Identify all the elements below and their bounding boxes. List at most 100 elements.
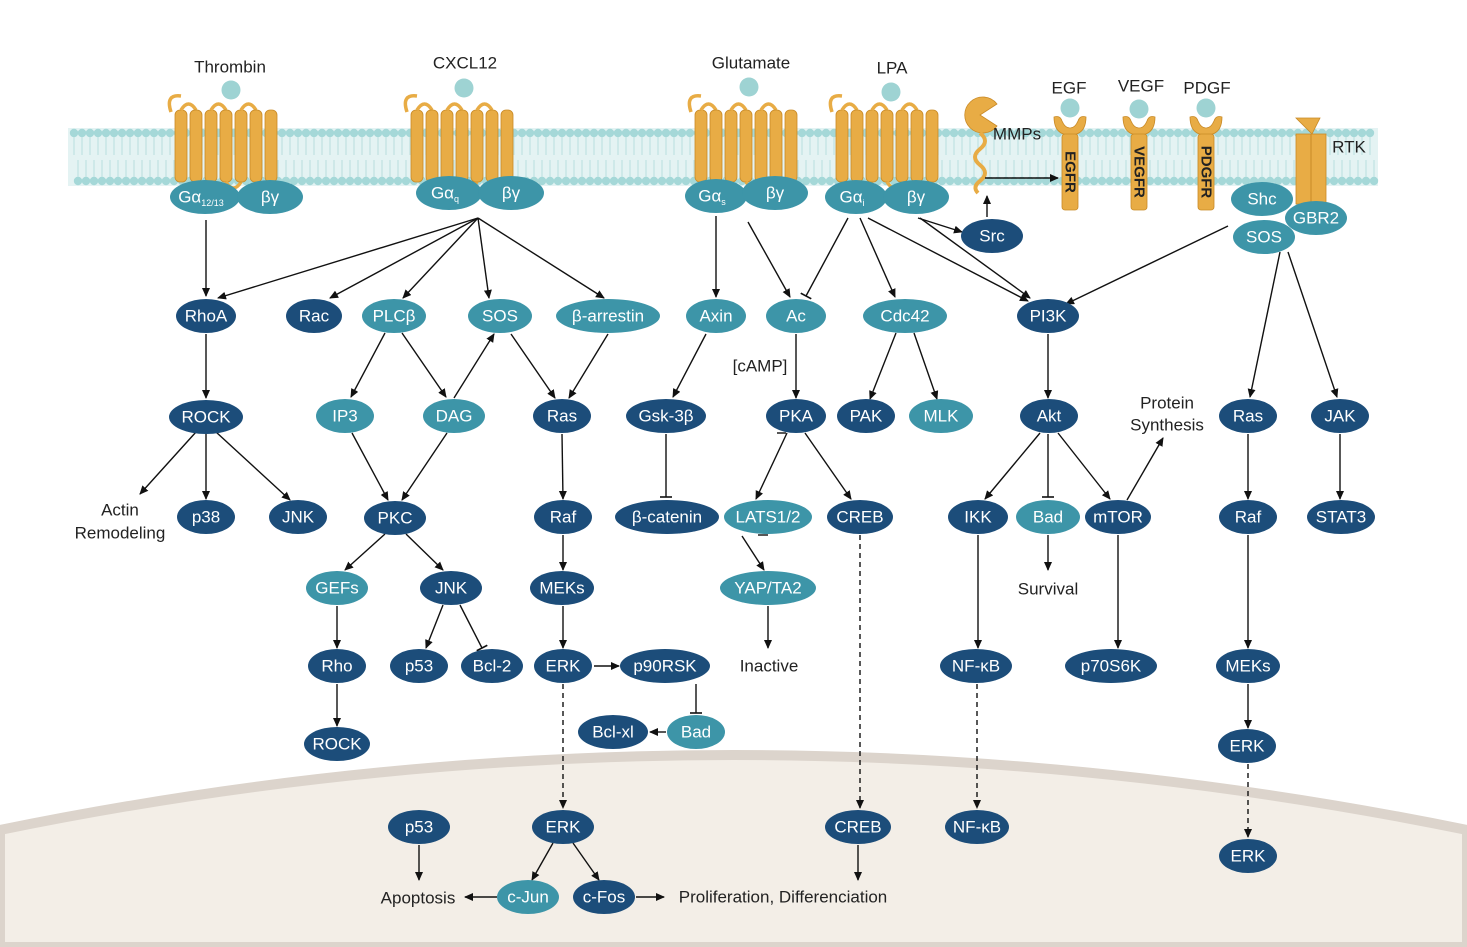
node-gsk-3b-label: Gsk-3β bbox=[638, 407, 693, 426]
node-pka: PKA bbox=[766, 399, 826, 433]
node-shc-label: Shc bbox=[1247, 190, 1277, 209]
gpcr-lpa-receptor bbox=[828, 94, 939, 190]
node-pak: PAK bbox=[837, 399, 895, 433]
node-bad-shape bbox=[667, 715, 725, 749]
pathway-edge bbox=[401, 432, 448, 501]
node-sos: SOS bbox=[468, 299, 532, 333]
pathway-edge bbox=[1126, 437, 1164, 501]
pathway-edge bbox=[1065, 225, 1229, 305]
node-p38-label: p38 bbox=[192, 508, 220, 527]
lipid-head bbox=[313, 176, 323, 186]
node-rhoa-label: RhoA bbox=[185, 307, 228, 326]
lipid-head bbox=[665, 176, 675, 186]
pathway-edge bbox=[747, 221, 791, 298]
node-raf: Raf bbox=[534, 500, 592, 534]
lipid-head bbox=[569, 176, 579, 186]
node-creb-nucleus-shape bbox=[825, 810, 891, 844]
node-gefs-label: GEFs bbox=[315, 579, 358, 598]
node-bcl-xl-label: Bcl-xl bbox=[592, 723, 634, 742]
node-pi3k-label: PI3K bbox=[1030, 307, 1068, 326]
lipid-head bbox=[373, 128, 383, 138]
lipid-head bbox=[1001, 176, 1011, 186]
pathway-edge bbox=[755, 432, 788, 500]
node-src: Src bbox=[961, 219, 1023, 253]
lipid-head bbox=[1109, 128, 1119, 138]
node-nf-kb-nucleus-shape bbox=[945, 810, 1009, 844]
node-creb: CREB bbox=[827, 500, 893, 534]
node-beta-catenin-label: β-catenin bbox=[632, 508, 702, 527]
node-jnk-rock: JNK bbox=[269, 500, 327, 534]
lipid-head bbox=[137, 176, 147, 186]
node-rock-2: ROCK bbox=[304, 727, 370, 761]
g-alpha-i-label: Gαi bbox=[839, 188, 864, 209]
pathway-edge bbox=[531, 842, 554, 881]
lipid-head bbox=[669, 128, 679, 138]
lipid-head bbox=[605, 128, 615, 138]
node-rock-shape bbox=[169, 400, 243, 434]
pathway-edge bbox=[913, 332, 939, 400]
g-beta-gamma-4-label: βγ bbox=[907, 188, 926, 207]
pathway-edge bbox=[672, 333, 707, 398]
lipid-head bbox=[93, 128, 103, 138]
node-raf-rtk: Raf bbox=[1219, 500, 1277, 534]
node-p53-nucleus-shape bbox=[388, 810, 450, 844]
lipid-head bbox=[633, 176, 643, 186]
lipid-head bbox=[1277, 128, 1287, 138]
lipid-head bbox=[1089, 176, 1099, 186]
lipid-head bbox=[997, 128, 1007, 138]
node-p70s6k: p70S6K bbox=[1065, 649, 1157, 683]
lipid-head bbox=[1217, 176, 1227, 186]
lipid-head bbox=[1357, 128, 1367, 138]
lipid-head bbox=[121, 176, 131, 186]
lipid-head bbox=[1081, 176, 1091, 186]
node-mtor: mTOR bbox=[1085, 500, 1151, 534]
pathway-edge bbox=[329, 217, 479, 299]
lipid-head bbox=[565, 128, 575, 138]
node-plcb: PLCβ bbox=[362, 299, 426, 333]
lipid-head bbox=[641, 176, 651, 186]
node-pkc-shape bbox=[364, 501, 426, 535]
rtk-receptor bbox=[1295, 117, 1327, 205]
lipid-head bbox=[89, 176, 99, 186]
lipid-head bbox=[1245, 128, 1255, 138]
node-p70s6k-label: p70S6K bbox=[1081, 657, 1142, 676]
lipid-head bbox=[653, 128, 663, 138]
g-beta-gamma-4: βγ bbox=[883, 180, 949, 214]
lipid-head bbox=[109, 128, 119, 138]
g-alpha-i-subscript: i bbox=[863, 198, 865, 208]
node-erk-rtk-shape bbox=[1218, 729, 1276, 763]
pathway-edge bbox=[215, 431, 291, 501]
node-p53-nucleus: p53 bbox=[388, 810, 450, 844]
node-jak-shape bbox=[1311, 399, 1369, 433]
node-erk: ERK bbox=[534, 649, 592, 683]
pathway-edge bbox=[344, 533, 386, 571]
lipid-head bbox=[289, 176, 299, 186]
lipid-head bbox=[1253, 128, 1263, 138]
node-src-label: Src bbox=[979, 227, 1005, 246]
lipid-head bbox=[397, 128, 407, 138]
node-bad-label: Bad bbox=[681, 723, 711, 742]
lipid-head bbox=[617, 176, 627, 186]
node-jnk-pkc-label: JNK bbox=[435, 579, 468, 598]
gpcr-glutamate-receptor bbox=[687, 94, 798, 190]
lipid-head bbox=[1337, 176, 1347, 186]
node-axin-label: Axin bbox=[699, 307, 732, 326]
lipid-head bbox=[1017, 176, 1027, 186]
node-cdc42-shape bbox=[863, 299, 947, 333]
lipid-head bbox=[1285, 128, 1295, 138]
node-p90rsk-shape bbox=[620, 649, 710, 683]
node-sos-rtk: SOS bbox=[1233, 220, 1295, 254]
node-ac-label: Ac bbox=[786, 307, 806, 326]
lipid-head bbox=[1105, 176, 1115, 186]
g-beta-gamma-3: βγ bbox=[742, 176, 808, 210]
lipid-head bbox=[813, 128, 823, 138]
lipid-head bbox=[657, 176, 667, 186]
node-erk-label: ERK bbox=[546, 657, 582, 676]
node-rac-label: Rac bbox=[299, 307, 330, 326]
lipid-head bbox=[393, 176, 403, 186]
pathway-edge bbox=[477, 217, 605, 299]
node-gbr2: GBR2 bbox=[1285, 201, 1347, 235]
camp-label: [cAMP] bbox=[733, 357, 788, 376]
pathway-edge bbox=[402, 217, 479, 299]
lipid-head bbox=[97, 176, 107, 186]
